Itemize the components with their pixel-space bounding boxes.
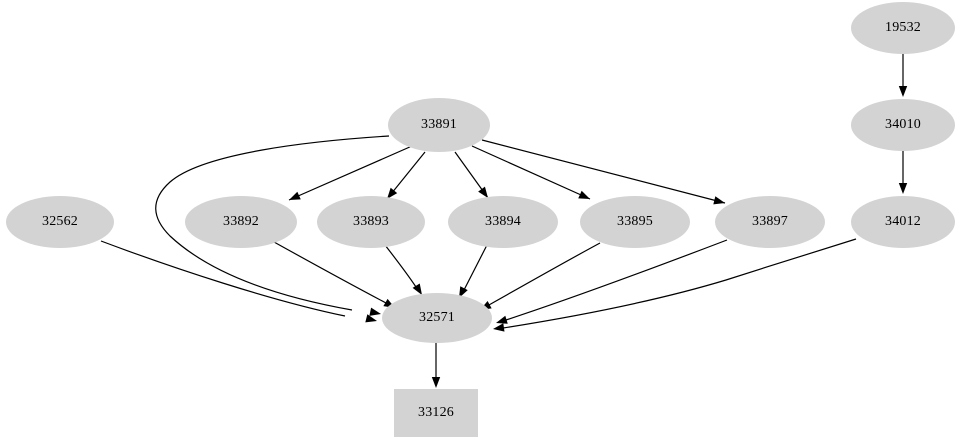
edge-line xyxy=(505,239,728,321)
edge-32562-to-32571 xyxy=(100,240,377,323)
edge-33897-to-32571 xyxy=(496,239,728,324)
edge-line xyxy=(384,244,417,288)
edge-33891-to-33895 xyxy=(471,145,591,200)
edge-line xyxy=(273,241,387,304)
graph-node-33897[interactable]: 33897 xyxy=(715,196,825,248)
edge-line xyxy=(488,242,601,306)
edge-line xyxy=(463,244,488,291)
edge-33891-to-32571 xyxy=(155,135,390,316)
edge-33891-to-33893 xyxy=(386,151,426,200)
graph-node-33126[interactable]: 33126 xyxy=(394,389,478,437)
graph-node-33891[interactable]: 33891 xyxy=(388,98,490,152)
arrowhead-icon xyxy=(713,196,725,205)
arrowhead-icon xyxy=(369,307,381,316)
node-label: 33897 xyxy=(752,214,788,229)
graph-node-33892[interactable]: 33892 xyxy=(185,196,297,248)
node-label: 33891 xyxy=(421,117,457,132)
edge-33893-to-32571 xyxy=(384,244,422,295)
edge-33895-to-32571 xyxy=(480,242,601,310)
arrowhead-icon xyxy=(365,314,377,323)
node-label: 32571 xyxy=(419,310,455,325)
node-label: 34012 xyxy=(885,214,921,229)
edge-33891-to-33897 xyxy=(481,139,726,205)
edge-line xyxy=(502,238,857,329)
node-label: 33895 xyxy=(617,214,653,229)
graph-node-34010[interactable]: 34010 xyxy=(851,99,955,151)
edge-33891-to-33894 xyxy=(454,151,489,199)
arrowhead-icon xyxy=(289,191,301,200)
graph-node-32571[interactable]: 32571 xyxy=(382,293,492,343)
edge-32571-to-33126 xyxy=(431,343,441,388)
edge-line xyxy=(155,135,390,311)
edge-line xyxy=(471,145,591,200)
node-label: 33893 xyxy=(353,214,389,229)
arrowhead-icon xyxy=(412,283,422,295)
edge-line xyxy=(100,240,346,317)
edge-33892-to-32571 xyxy=(273,241,395,308)
node-label: 33126 xyxy=(418,405,454,420)
edge-34012-to-32571 xyxy=(493,238,857,332)
arrowhead-icon xyxy=(496,315,508,324)
edge-34010-to-34012 xyxy=(898,151,908,194)
arrowhead-icon xyxy=(493,323,505,332)
edge-19532-to-34010 xyxy=(898,54,908,97)
edge-line xyxy=(481,139,726,204)
arrowhead-icon xyxy=(478,186,488,198)
arrowhead-icon xyxy=(431,377,441,388)
arrowhead-icon xyxy=(898,86,908,97)
edge-33891-to-33892 xyxy=(288,145,413,201)
graph-node-33894[interactable]: 33894 xyxy=(448,196,558,248)
node-label: 33894 xyxy=(485,214,521,229)
arrowhead-icon xyxy=(578,190,590,199)
edge-line xyxy=(288,145,413,201)
graph-node-34012[interactable]: 34012 xyxy=(851,196,955,248)
arrowhead-icon xyxy=(387,187,398,199)
graph-node-19532[interactable]: 19532 xyxy=(851,2,955,54)
arrowhead-icon xyxy=(898,183,908,194)
edge-33894-to-32571 xyxy=(459,244,488,298)
graph-node-33893[interactable]: 33893 xyxy=(317,196,425,248)
node-label: 34010 xyxy=(885,117,921,132)
node-label: 19532 xyxy=(885,20,921,35)
graph-node-32562[interactable]: 32562 xyxy=(6,196,114,248)
graph-node-33895[interactable]: 33895 xyxy=(580,196,690,248)
node-label: 32562 xyxy=(42,214,78,229)
node-label: 33892 xyxy=(223,214,259,229)
